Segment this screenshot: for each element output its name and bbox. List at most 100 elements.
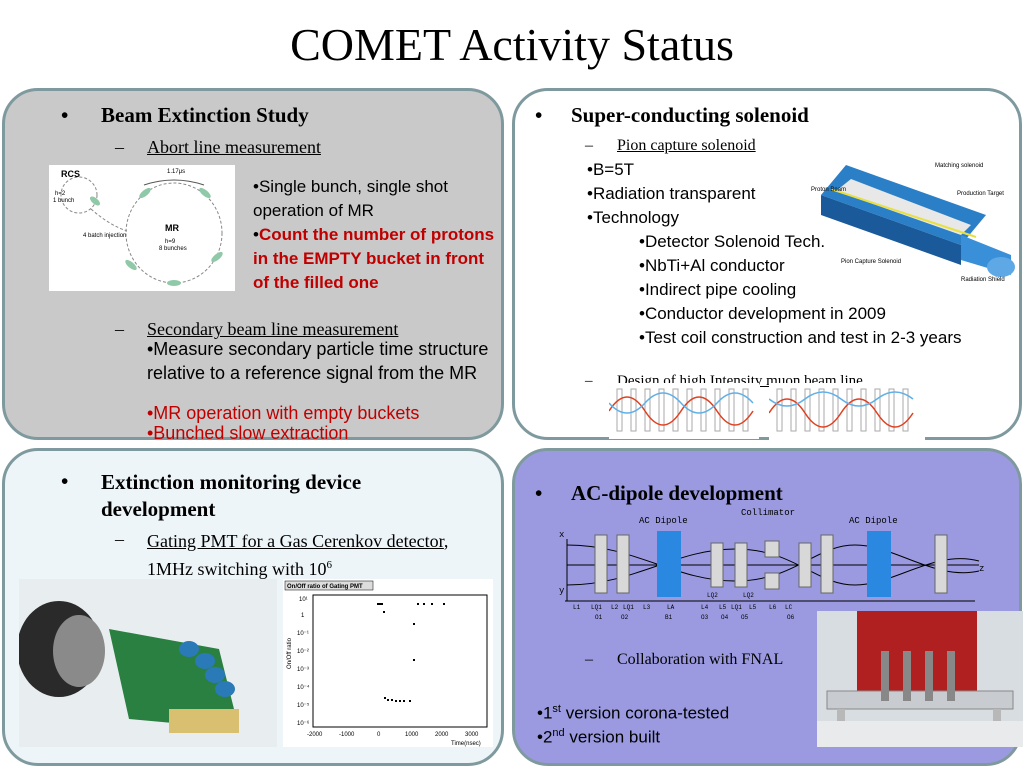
plot-ylabel: On/Off ratio <box>287 637 293 669</box>
dipole-photo <box>817 611 1023 747</box>
dash-marker: – <box>585 373 593 389</box>
pion-capture-label: Pion Capture Solenoid <box>841 259 901 265</box>
plot-title: On/Off ratio of Gating PMT <box>287 584 363 590</box>
mag-label: L1 <box>573 604 581 611</box>
second-version-text: •2nd version built <box>537 721 660 750</box>
mag-label: L5 <box>749 604 757 611</box>
quad-label: Q2 <box>621 614 629 619</box>
z-axis-label: z <box>979 564 984 574</box>
radiation-shield-label: Radiation Shield <box>961 277 1005 283</box>
ytick: 10⁻⁶ <box>297 720 310 727</box>
mag-label: L3 <box>643 604 651 611</box>
quad-label: Q3 <box>701 614 709 619</box>
bunches8-label: 8 bunches <box>159 246 187 252</box>
quad-label: Q6 <box>787 614 795 619</box>
xtick: 0 <box>377 732 381 738</box>
slow-extraction-text: •Bunched slow extraction <box>147 423 349 443</box>
waveform-plot-1 <box>608 383 759 439</box>
ytick: 10⁻¹ <box>297 631 309 637</box>
dipole-heading: AC-dipole development <box>571 481 783 505</box>
bullet-dot: • <box>535 103 543 127</box>
solenoid-heading: Super-conducting solenoid <box>571 103 809 127</box>
bullet-dot: • <box>535 481 543 505</box>
pipe-cooling-text: •Indirect pipe cooling <box>639 280 797 299</box>
h9-label: h=9 <box>165 239 176 245</box>
mag-label: L4 <box>701 604 709 611</box>
quad-label: Q5 <box>741 614 749 619</box>
measure-secondary-text: •Measure secondary particle time structu… <box>147 339 489 383</box>
xtick: -1000 <box>339 732 355 738</box>
dash-marker: – <box>585 137 593 154</box>
quad-label: Q1 <box>595 614 603 619</box>
xtick: 1000 <box>405 732 419 738</box>
mag-label: L2 <box>611 604 619 611</box>
first-version-pre: •1 <box>537 703 553 723</box>
quad-label: Q4 <box>721 614 729 619</box>
extinction-heading: Extinction monitoring device development <box>101 470 362 521</box>
radiation-text: •Radiation transparent <box>587 184 756 203</box>
mag-label: LQ1 <box>591 604 602 611</box>
y-axis-label: y <box>559 586 565 596</box>
abort-line-heading: Abort line measurement <box>147 137 321 157</box>
pmt-photo <box>17 579 277 747</box>
dash-marker: – <box>115 319 124 339</box>
ytick: 1 <box>301 613 305 619</box>
mag-label: LA <box>667 604 675 611</box>
rcs-label: RCS <box>61 169 80 179</box>
batch-label: 4 batch injection <box>83 233 126 239</box>
ac-dipole-panel: • AC-dipole development AC Dipole Collim… <box>512 448 1023 766</box>
mag-label: LC <box>785 604 793 611</box>
waveform-plot-2 <box>768 383 925 441</box>
test-coil-text: •Test coil construction and test in 2-3 … <box>639 328 962 347</box>
dash-marker: – <box>585 651 593 668</box>
mag-label: L5 <box>719 604 727 611</box>
second-version-sup: nd <box>552 727 565 739</box>
first-version-text: •1st version corona-tested <box>537 697 729 726</box>
production-target-label: Production Target <box>957 191 1004 197</box>
gating-pmt-text: Gating PMT for a Gas Cerenkov detector, … <box>147 529 487 581</box>
time-label: 1.17μs <box>167 169 185 175</box>
gating-pmt-link: Gating PMT for a Gas Cerenkov detector <box>147 531 444 551</box>
plot-xlabel: Time(nsec) <box>451 741 481 747</box>
exponent: 6 <box>326 559 333 571</box>
dash-marker: – <box>115 137 124 157</box>
lq2-label: LQ2 <box>707 592 718 599</box>
ring-diagram: RCS h=2 1 bunch MR h=9 8 bunches 4 batch… <box>49 165 235 291</box>
ytick: 10⁻⁴ <box>297 684 310 691</box>
technology-text: •Technology <box>587 208 679 227</box>
mr-label: MR <box>165 223 179 233</box>
ytick: 10⁻⁵ <box>297 702 310 709</box>
mag-label: LQ1 <box>731 604 742 611</box>
count-protons-body: Count the number of protons in the EMPTY… <box>253 225 495 292</box>
b5t-text: •B=5T <box>587 160 635 179</box>
switching-text: , 1MHz switching with 10 <box>147 531 449 579</box>
first-version-sup: st <box>552 703 561 715</box>
empty-buckets-text: •MR operation with empty buckets <box>147 403 420 423</box>
pion-capture-heading: Pion capture solenoid <box>617 137 756 154</box>
count-protons-text: •Count the number of protons in the EMPT… <box>253 223 501 295</box>
h2-label: h=2 <box>55 191 66 197</box>
beam-extinction-panel: • Beam Extinction Study – Abort line mea… <box>2 88 504 443</box>
gating-ratio-chart: On/Off ratio of Gating PMT On/Off ratio … <box>283 579 493 747</box>
xtick: -2000 <box>307 732 323 738</box>
ytick: 10⁻² <box>297 649 309 655</box>
lq2-label: LQ2 <box>743 592 754 599</box>
beamline-diagram: AC Dipole Collimator AC Dipole x y z <box>555 505 989 621</box>
xtick: 3000 <box>465 732 479 738</box>
ac-dipole-label-2: AC Dipole <box>849 516 898 526</box>
page-title: COMET Activity Status <box>290 19 734 70</box>
dash-marker: – <box>115 529 124 549</box>
secondary-beam-heading: Secondary beam line measurement <box>147 319 399 339</box>
single-bunch-text: •Single bunch, single shot operation of … <box>253 177 448 220</box>
second-version-post: version built <box>564 727 661 747</box>
bullet-dot: • <box>61 103 69 127</box>
nbti-text: •NbTi+Al conductor <box>639 256 785 275</box>
ytick: 10¹ <box>299 597 308 603</box>
x-axis-label: x <box>559 530 564 540</box>
ac-dipole-label-1: AC Dipole <box>639 516 688 526</box>
extinction-monitor-panel: • Extinction monitoring device developme… <box>2 448 504 766</box>
matching-solenoid-label: Matching solenoid <box>935 163 983 169</box>
beam-heading: Beam Extinction Study <box>101 103 309 127</box>
bunch1-label: 1 bunch <box>53 198 74 204</box>
mag-label: L6 <box>769 604 777 611</box>
